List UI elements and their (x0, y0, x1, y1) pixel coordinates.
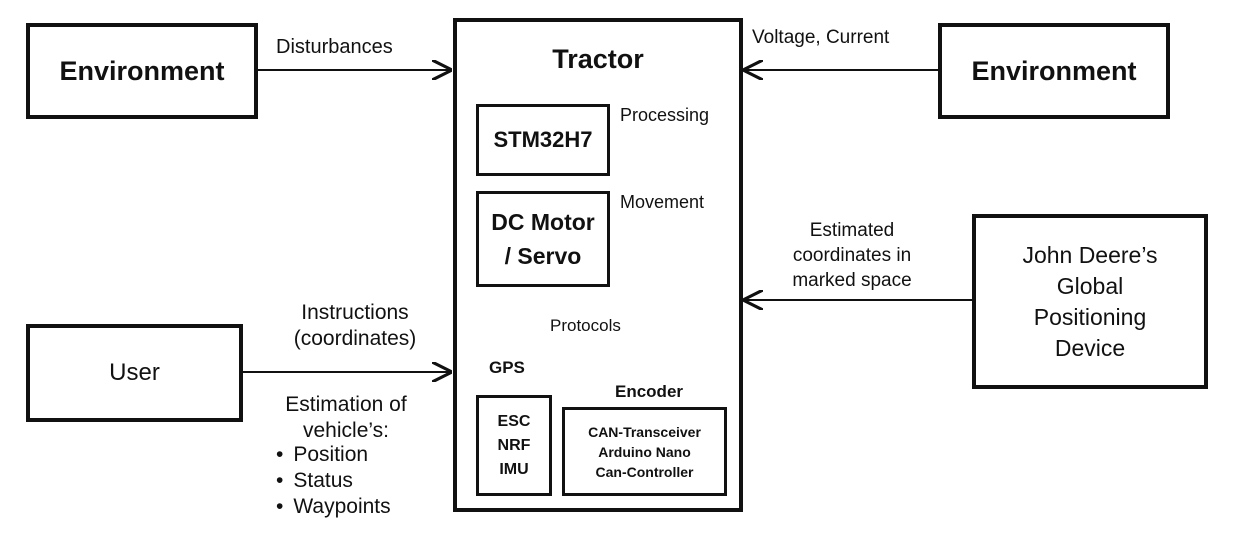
estimated-coordinates-label: Estimated coordinates in marked space (767, 218, 937, 293)
stm32h7-label: STM32H7 (493, 127, 593, 152)
motor-line-1: DC Motor (491, 209, 595, 235)
environment-left-box: Environment (26, 23, 258, 119)
encoder-modules-box: CAN-Transceiver Arduino Nano Can-Control… (562, 407, 727, 496)
gps-item-esc: ESC (497, 412, 531, 430)
environment-right-box: Environment (938, 23, 1170, 119)
motor-line-2: / Servo (504, 243, 582, 269)
jd-line-2: Global (1056, 272, 1124, 299)
gps-label: GPS (489, 358, 525, 377)
encoder-item-can-transceiver: CAN-Transceiver (588, 423, 701, 440)
estimation-line-2: vehicle’s: (303, 419, 389, 442)
estimation-title: Estimation of vehicle’s: (258, 392, 434, 444)
gps-modules-box: ESC NRF IMU (476, 395, 552, 496)
jd-line-3: Positioning (1033, 303, 1147, 330)
gps-item-nrf: NRF (497, 436, 531, 454)
john-deere-device-box: John Deere’s Global Positioning Device (972, 214, 1208, 389)
instructions-line-2: (coordinates) (293, 327, 417, 350)
estimation-line-1: Estimation of (285, 393, 407, 416)
estimation-list: Position Status Waypoints (276, 442, 391, 520)
estimation-item-position: Position (276, 442, 391, 468)
environment-right-label: Environment (971, 55, 1137, 86)
user-label: User (109, 359, 160, 386)
instructions-line-1: Instructions (301, 301, 409, 324)
encoder-item-arduino-nano: Arduino Nano (598, 443, 691, 460)
instructions-label: Instructions (coordinates) (270, 300, 440, 352)
estimated-line-1: Estimated (809, 220, 895, 241)
movement-label: Movement (620, 192, 705, 212)
estimated-line-3: marked space (792, 270, 912, 291)
encoder-label: Encoder (615, 382, 684, 401)
gps-item-imu: IMU (499, 460, 529, 478)
jd-line-4: Device (1054, 334, 1126, 361)
estimation-item-status: Status (276, 468, 391, 494)
environment-left-label: Environment (59, 55, 225, 86)
user-box: User (26, 324, 243, 422)
estimated-line-2: coordinates in (792, 245, 912, 266)
protocols-label: Protocols (550, 316, 621, 335)
jd-line-1: John Deere’s (1022, 241, 1158, 268)
voltage-current-label: Voltage, Current (752, 27, 890, 48)
tractor-title: Tractor (552, 44, 644, 74)
dc-motor-servo-box: DC Motor / Servo (476, 191, 610, 287)
stm32h7-box: STM32H7 (476, 104, 610, 176)
encoder-item-can-controller: Can-Controller (595, 463, 694, 480)
estimation-item-waypoints: Waypoints (276, 494, 390, 520)
disturbances-label: Disturbances (276, 36, 393, 58)
processing-label: Processing (620, 105, 710, 125)
